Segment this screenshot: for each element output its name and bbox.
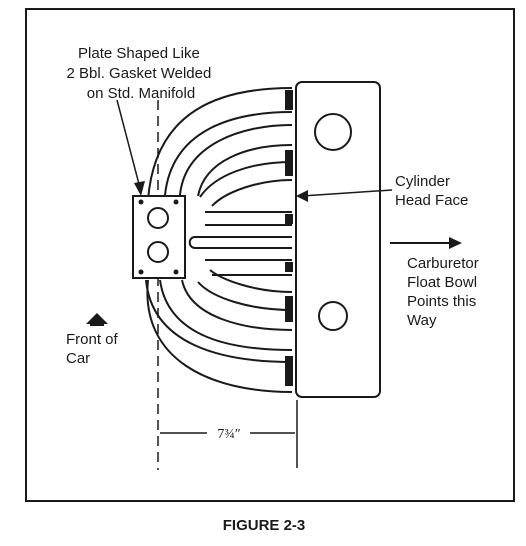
front-of-car-label: Front of Car (66, 331, 122, 367)
front-arrow-stem (90, 322, 104, 326)
plate-bore-bottom (147, 241, 169, 263)
dimension-label: 7¾″ (217, 427, 241, 442)
port-circle-bottom (318, 301, 348, 331)
plate-label: Plate Shaped Like 2 Bbl. Gasket Welded o… (67, 45, 216, 102)
cylinder-head (295, 81, 381, 398)
manifold-runners (145, 87, 293, 393)
gasket-plate (132, 195, 186, 279)
head-face-arrowhead (296, 190, 308, 202)
plate-leader-arrowhead (134, 181, 145, 196)
runner-flanges (285, 90, 293, 386)
figure-border (25, 8, 515, 502)
float-bowl-label: Carburetor Float Bowl Points this Way (407, 255, 483, 329)
head-face-leader (301, 189, 393, 197)
front-arrow (86, 313, 108, 324)
plate-leader (116, 99, 141, 189)
figure-caption: FIGURE 2-3 (223, 517, 306, 534)
port-circle-top (314, 113, 352, 151)
plate-bore-top (147, 207, 169, 229)
head-face-label: Cylinder Head Face (395, 173, 468, 209)
float-bowl-arrowhead (449, 237, 462, 249)
